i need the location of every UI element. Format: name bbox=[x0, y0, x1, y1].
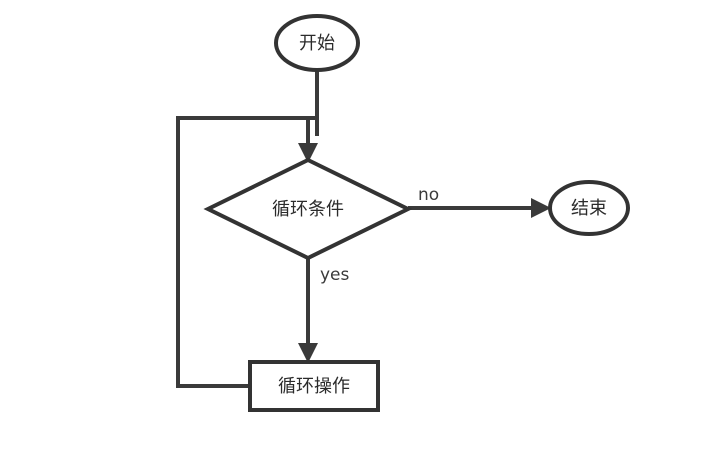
edge-condition-to-end-arrowhead bbox=[531, 198, 551, 218]
node-end-label: 结束 bbox=[571, 198, 607, 219]
edge-operation-to-condition-line bbox=[176, 116, 317, 388]
edge-condition-to-operation bbox=[298, 258, 318, 363]
edge-condition-to-end bbox=[408, 198, 551, 218]
node-condition-label: 循环条件 bbox=[272, 199, 344, 220]
edge-operation-to-condition bbox=[176, 116, 317, 388]
node-end[interactable]: 结束 bbox=[548, 180, 630, 236]
node-condition-shape[interactable] bbox=[203, 157, 413, 261]
node-condition[interactable]: 循环条件 bbox=[203, 157, 413, 261]
node-start-shape[interactable] bbox=[274, 14, 360, 72]
edge-condition-to-operation-arrowhead bbox=[298, 343, 318, 363]
node-start[interactable]: 开始 bbox=[274, 14, 360, 72]
edge-start-to-condition-arrowhead bbox=[298, 143, 318, 163]
node-start-label: 开始 bbox=[299, 33, 335, 54]
node-operation-shape[interactable] bbox=[248, 360, 380, 412]
edge-label-no: no bbox=[418, 185, 439, 205]
node-operation[interactable]: 循环操作 bbox=[248, 360, 380, 412]
edge-label-yes: yes bbox=[320, 265, 350, 285]
node-end-shape[interactable] bbox=[548, 180, 630, 236]
node-operation-label: 循环操作 bbox=[278, 376, 350, 397]
